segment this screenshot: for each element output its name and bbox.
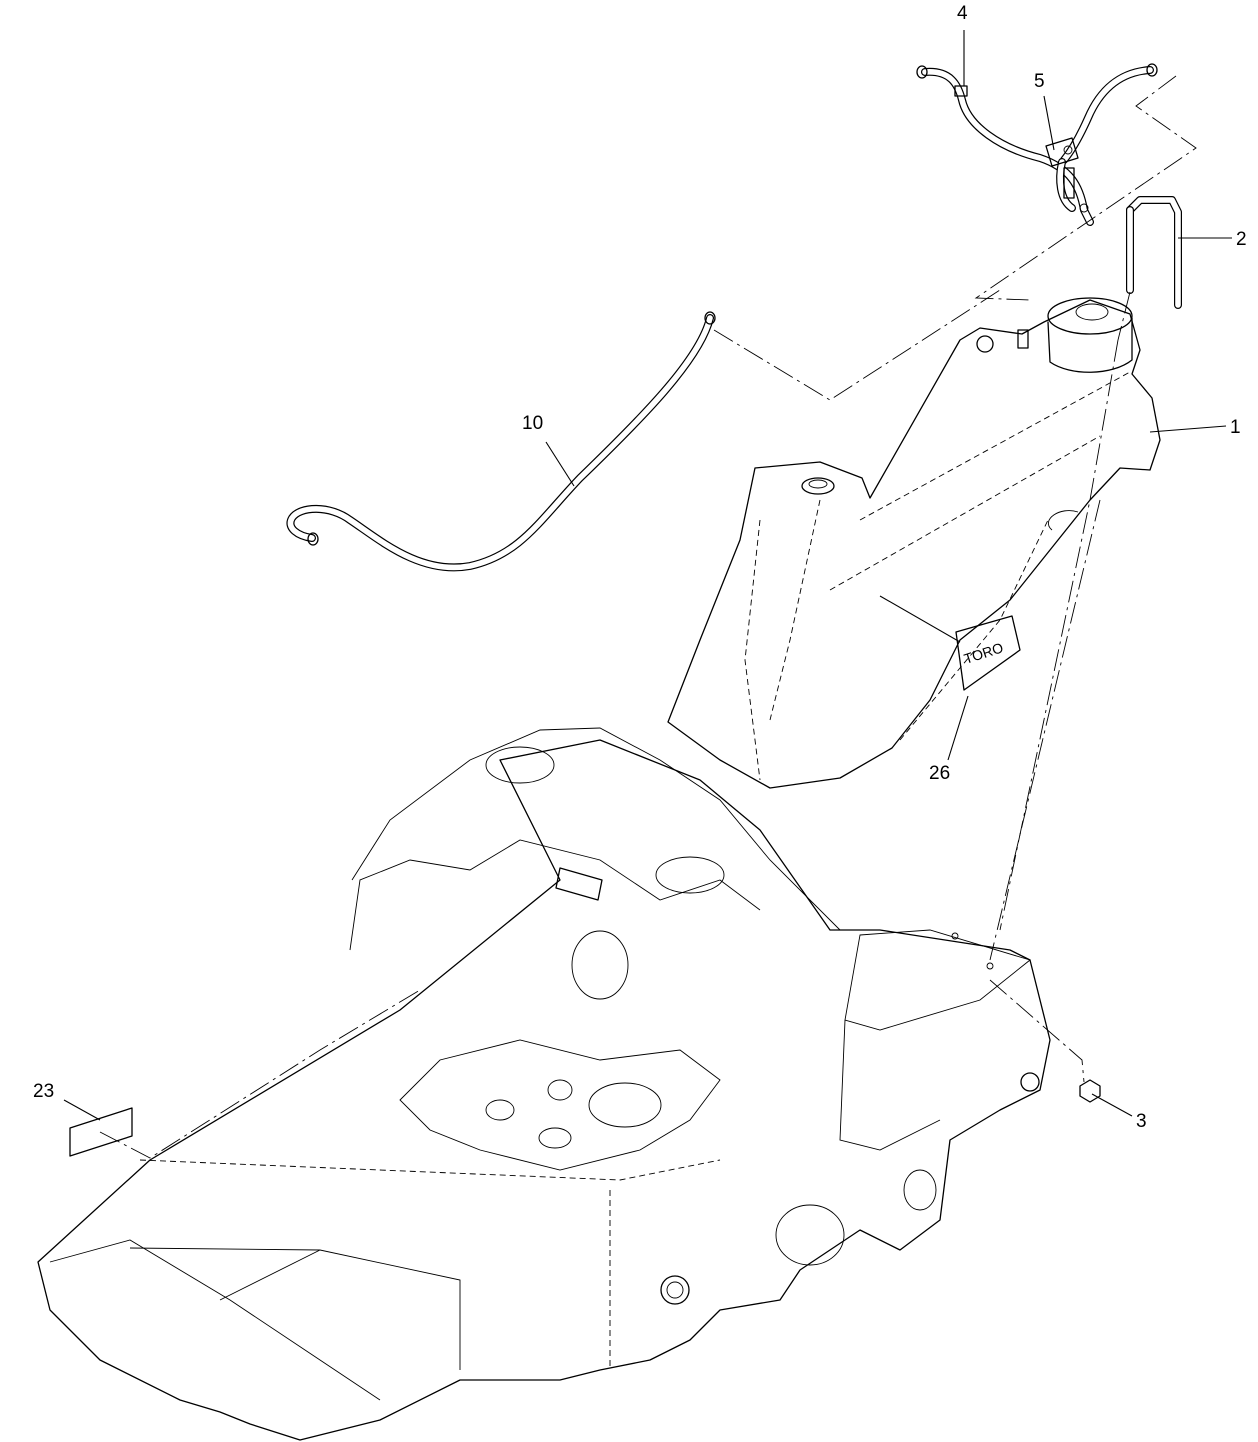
svg-text:TORO: TORO <box>962 639 1005 667</box>
callout-3: 3 <box>1136 1111 1147 1132</box>
leader-lines <box>63 30 1232 1121</box>
callout-1: 1 <box>1230 417 1241 438</box>
chassis-frame <box>37 727 1101 1441</box>
fuel-tank: TORO <box>667 297 1161 961</box>
callout-4: 4 <box>957 3 968 24</box>
breather-hose-assembly <box>916 63 1197 301</box>
callout-5: 5 <box>1034 71 1045 92</box>
fuel-tube <box>1117 196 1182 341</box>
callout-23: 23 <box>33 1081 55 1102</box>
callout-2: 2 <box>1236 229 1247 250</box>
vent-hose <box>286 289 1001 572</box>
callout-10: 10 <box>522 413 544 434</box>
callout-26: 26 <box>929 763 951 784</box>
